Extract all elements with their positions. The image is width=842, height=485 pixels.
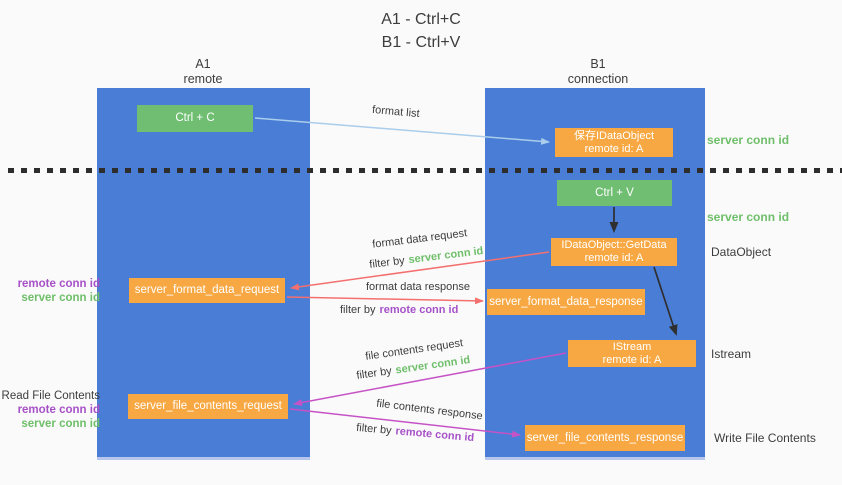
ctrl-v-label: Ctrl + V <box>595 186 634 199</box>
remote-conn-id-text: remote conn id <box>395 425 475 445</box>
filter-by-text: filter by <box>355 365 393 382</box>
node-ctrl-c: Ctrl + C <box>137 105 253 132</box>
node-save-idataobject: 保存IDataObject remote id: A <box>555 128 673 157</box>
lane-a1-name: A1 <box>195 57 211 71</box>
file-contents-response-label: file contents response <box>375 397 484 423</box>
format-conn-id-group: remote conn id server conn id <box>0 278 100 305</box>
node-ctrl-v: Ctrl + V <box>557 180 672 206</box>
lane-b1-sub: connection <box>567 72 629 86</box>
server-conn-id-label: server conn id <box>21 418 100 430</box>
filter-by-text: filter by <box>340 304 376 316</box>
dataobject-label: DataObject <box>711 245 772 259</box>
remote-conn-id-label: remote conn id <box>17 278 100 290</box>
node-server-file-contents-request: server_file_contents_request <box>128 394 288 419</box>
dotted-separator <box>8 168 842 173</box>
istream-side-label: Istream <box>711 347 752 361</box>
save-idataobject-line1: 保存IDataObject <box>573 129 655 142</box>
istream-line1: IStream <box>612 340 652 353</box>
node-server-file-contents-response: server_file_contents_response <box>525 425 685 451</box>
ctrl-c-label: Ctrl + C <box>175 112 215 124</box>
node-idataobject-getdata: IDataObject::GetData remote id: A <box>551 238 677 266</box>
filter-by-text: filter by <box>368 254 406 271</box>
save-idataobject-line2: remote id: A <box>584 142 644 155</box>
getdata-line2: remote id: A <box>584 252 644 264</box>
server-conn-id-text: server conn id <box>407 245 484 267</box>
format-data-response-arrow <box>286 296 484 305</box>
server-conn-id-mid-label: server conn id <box>707 210 790 224</box>
title-line-1: A1 - Ctrl+C <box>381 11 461 28</box>
diagram-title: A1 - Ctrl+C B1 - Ctrl+V <box>0 8 842 54</box>
format-list-label: format list <box>371 103 421 121</box>
filter-by-text: filter by <box>355 421 393 437</box>
node-server-format-data-request: server_format_data_request <box>129 278 285 303</box>
lane-header-b1: B1 connection <box>538 57 658 87</box>
server-file-contents-response-label: server_file_contents_response <box>526 431 684 444</box>
lane-header-a1: A1 remote <box>143 57 263 87</box>
node-istream: IStream remote id: A <box>568 340 696 367</box>
istream-line2: remote id: A <box>602 353 662 366</box>
server-format-data-request-label: server_format_data_request <box>134 284 280 296</box>
remote-conn-id-text: remote conn id <box>379 304 459 316</box>
server-file-contents-request-label: server_file_contents_request <box>134 400 282 412</box>
format-data-request-label: format data request <box>371 227 468 251</box>
file-conn-id-group: Read File Contents remote conn id server… <box>0 389 100 431</box>
remote-conn-id-label: remote conn id <box>17 404 100 416</box>
server-format-data-response-label: server_format_data_response <box>489 295 643 308</box>
server-conn-id-label: server conn id <box>21 291 100 304</box>
lane-a1-sub: remote <box>183 72 223 86</box>
read-file-contents-label: Read File Contents <box>1 390 100 402</box>
title-line-2: B1 - Ctrl+V <box>381 34 461 51</box>
getdata-line1: IDataObject::GetData <box>561 239 667 251</box>
node-server-format-data-response: server_format_data_response <box>487 289 645 315</box>
write-file-contents-label: Write File Contents <box>714 431 816 445</box>
lane-b1-name: B1 <box>590 57 606 71</box>
format-data-response-label: format data response <box>366 281 470 293</box>
server-conn-id-top-label: server conn id <box>707 133 790 147</box>
server-conn-id-text: server conn id <box>394 354 471 377</box>
